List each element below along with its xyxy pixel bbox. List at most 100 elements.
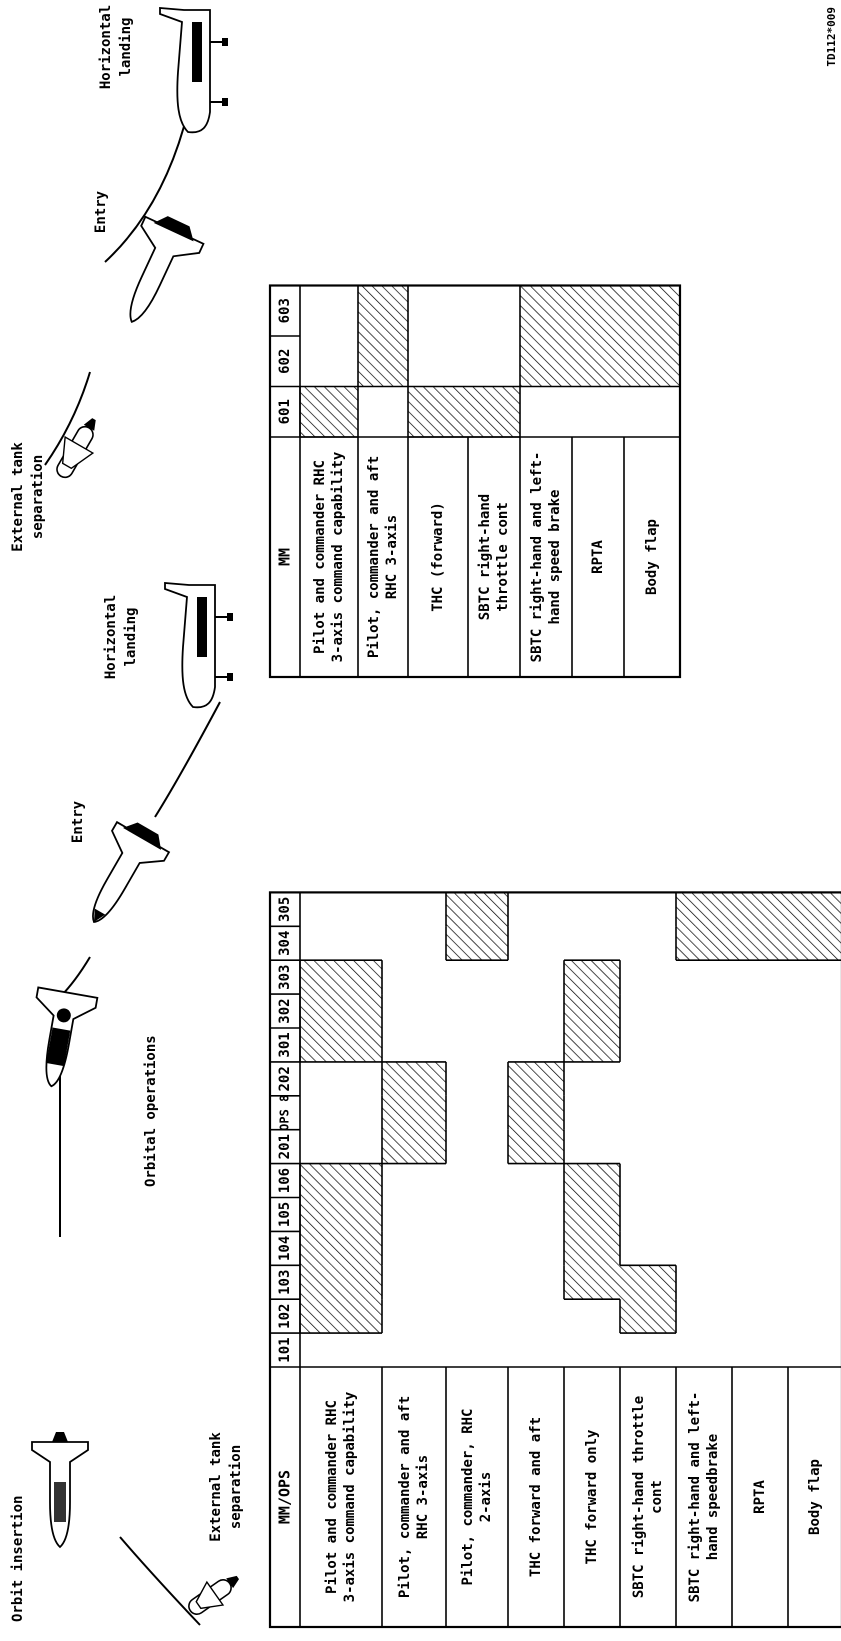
table-mm-shaded-cell <box>572 336 624 387</box>
shuttle-horizontal-landing-left-icon <box>164 582 233 709</box>
table-mm-column-header: 603 <box>277 298 293 323</box>
table-mm-ops-shaded-cell <box>564 1265 620 1300</box>
table-mm-ops-shaded-cell <box>564 1231 620 1266</box>
shuttle-et-separation-icon <box>188 1575 239 1615</box>
table-mm-ops-row-label: RHC 3-axis <box>415 1455 431 1539</box>
table-mm-column-header: 601 <box>277 399 293 424</box>
table-mm-shaded-cell <box>624 336 680 387</box>
table-mm-border <box>268 284 682 679</box>
shuttle-entry-right-icon <box>129 215 205 323</box>
table-mm-ops-shaded-cell <box>382 1061 446 1096</box>
table-mm-shaded-cell <box>624 285 680 336</box>
table-mm-ops-column-header: 202 <box>277 1066 293 1091</box>
table-mm-ops-row-label: Pilot, commander, RHC <box>460 1408 476 1585</box>
table-mm-ops-row-label: Pilot and commander RHC <box>324 1400 340 1594</box>
table-mm-ops-shaded-cell <box>446 892 508 927</box>
table-mm-ops-column-header: 102 <box>277 1304 293 1329</box>
table-header-mm-ops: MM/OPS <box>276 1470 294 1524</box>
phase-labels: Orbit insertion Orbital operations Exter… <box>10 5 244 1622</box>
label-entry-left: Entry <box>70 800 86 843</box>
table-mm-row-label: Pilot and commander RHC <box>312 460 328 654</box>
shuttle-entry-left-icon <box>92 820 171 924</box>
table-mm-row-label: throttle cont <box>495 502 511 612</box>
table-mm-ops-row-label: THC forward only <box>584 1429 600 1564</box>
table-mm-shaded-cell <box>572 285 624 336</box>
label-et-separation-left-2: separation <box>228 1445 244 1529</box>
table-mm-shaded-cell <box>300 386 358 437</box>
table-mm-ops-column-header: 301 <box>277 1032 293 1057</box>
table-mm-ops-shaded-cell <box>564 960 620 995</box>
table-mm-ops-column-header: 105 <box>277 1202 293 1227</box>
table-mm-ops-shaded-cell <box>508 1095 564 1130</box>
table-mm-ops-shaded-cell <box>300 1299 382 1334</box>
label-et-separation-left-1: External tank <box>208 1432 224 1542</box>
table-mm-ops-row-label: cont <box>649 1480 665 1514</box>
arc-orbit-to-entry <box>59 956 91 998</box>
shuttle-et-separation-right-icon <box>56 418 96 479</box>
table-mm-ops-row-label: RPTA <box>752 1480 768 1514</box>
table-mm-ops-shaded-cell <box>732 892 788 927</box>
table-mm-ops-column-header: 106 <box>277 1168 293 1193</box>
label-landing-left-2: landing <box>123 607 139 666</box>
table-mm-ops-shaded-cell <box>300 1163 382 1198</box>
table-mm-row-label: SBTC right-hand <box>477 494 493 620</box>
table-mm-ops-shaded-cell <box>564 1197 620 1232</box>
table-mm-ops-shaded-cell <box>300 994 382 1028</box>
arc-sep-to-insertion <box>119 1536 201 1626</box>
table-mm-ops-border <box>268 891 841 1629</box>
table-mm-ops-shaded-cell <box>446 926 508 961</box>
table-mm-ops-row-label: 2-axis <box>478 1472 494 1523</box>
table-mm-ops-column-header: 304 <box>277 931 293 956</box>
table-mm-ops-row-label: 3-axis command capability <box>342 1391 358 1602</box>
label-orbital-operations: Orbital operations <box>143 1035 159 1187</box>
table-mm-shaded-cell <box>468 386 520 437</box>
arc-sep-to-entry-right <box>44 371 91 466</box>
table-mm-ops-shaded-cell <box>508 1129 564 1164</box>
arc-entry-to-landing <box>154 701 221 818</box>
table-mm-row-label: SBTC right-hand and left- <box>529 452 545 663</box>
label-entry-right: Entry <box>93 190 109 233</box>
table-mm-ops-shaded-cell <box>382 1129 446 1164</box>
table-mm-ops-row-label: SBTC right-hand and left- <box>687 1392 703 1603</box>
label-et-separation-right-1: External tank <box>10 442 26 552</box>
table-mm-row-label: THC (forward) <box>430 502 446 612</box>
table-mm-ops-column-header: 303 <box>277 965 293 990</box>
table-mm-shaded-cell <box>408 386 468 437</box>
table-mm-shaded-cell <box>358 285 408 336</box>
label-landing-right-1: Horizontal <box>98 5 114 89</box>
table-mm-row-label: RPTA <box>590 540 606 574</box>
table-mm-ops-shaded-cell <box>788 926 841 961</box>
table-mm-ops-shaded-cell <box>620 1299 676 1334</box>
table-mm-row-label: hand speed brake <box>547 490 563 625</box>
table-mm-shaded-cell <box>358 336 408 387</box>
table-mm-row-label: RHC 3-axis <box>384 515 400 599</box>
table-mm-ops-shaded-cell <box>300 1231 382 1266</box>
table-mm-ops-shaded-cell <box>382 1095 446 1130</box>
table-mm-ops-row-label: THC forward and aft <box>528 1417 544 1577</box>
label-landing-right-2: landing <box>118 17 134 76</box>
table-mm-ops-column-header: 305 <box>277 897 293 922</box>
table-mm-ops-shaded-cell <box>300 960 382 995</box>
shuttle-orbital-operations-icon <box>35 986 99 1088</box>
table-mm-ops-shaded-cell <box>732 926 788 961</box>
table-mm-row-label: 3-axis command capability <box>330 451 346 662</box>
table-mm-ops-shaded-cell <box>564 1028 620 1062</box>
table-mm-shaded-cell <box>520 285 572 336</box>
table-mm-ops-shaded-cell <box>620 1265 676 1300</box>
table-mm-ops-shaded-cell <box>676 892 732 927</box>
label-landing-left-1: Horizontal <box>103 595 119 679</box>
table-mm-ops-column-header: 201 <box>277 1134 293 1159</box>
table-mm-ops-shaded-cell <box>508 1061 564 1096</box>
table-header-mm: MM <box>276 548 294 566</box>
table-mm-ops-shaded-cell <box>676 926 732 961</box>
table-mm-ops-column-header: 103 <box>277 1270 293 1295</box>
table-mm-row-label: Body flap <box>644 519 660 595</box>
shuttle-horizontal-landing-right-icon <box>159 7 228 134</box>
shuttle-orbit-insertion-icon <box>31 1432 89 1549</box>
table-mm-ops-row-label: hand speedbrake <box>705 1434 721 1560</box>
table-mm-ops-shaded-cell <box>788 892 841 927</box>
